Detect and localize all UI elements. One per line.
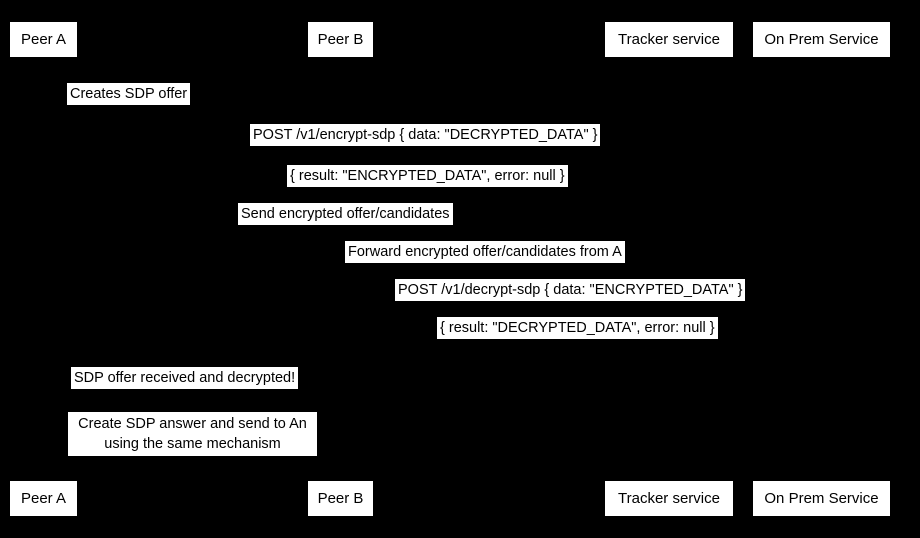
message-label-creates-sdp-offer: Creates SDP offer [67, 83, 191, 105]
note-box-create-sdp-answer: Create SDP answer and send to An using t… [68, 412, 317, 456]
message-label-result-decrypted-data: { result: "DECRYPTED_DATA", error: null … [437, 317, 718, 339]
message-label-post-decrypt-sdp: POST /v1/decrypt-sdp { data: "ENCRYPTED_… [395, 279, 746, 301]
message-label-result-encrypted-data: { result: "ENCRYPTED_DATA", error: null … [287, 165, 568, 187]
participant-box-on-prem-service-top: On Prem Service [753, 22, 890, 57]
note-line-1: Create SDP answer and send to An [78, 416, 307, 432]
note-line-2: using the same mechanism [104, 436, 281, 452]
participant-box-peer-b-bottom: Peer B [308, 481, 373, 516]
lifeline-tracker-service [668, 57, 669, 481]
participant-box-tracker-service-bottom: Tracker service [605, 481, 733, 516]
message-label-forward-encrypted-offer: Forward encrypted offer/candidates from … [345, 241, 625, 263]
participant-box-tracker-service-top: Tracker service [605, 22, 733, 57]
participant-box-peer-a-top: Peer A [10, 22, 77, 57]
message-label-post-encrypt-sdp: POST /v1/encrypt-sdp { data: "DECRYPTED_… [250, 124, 601, 146]
participant-box-peer-a-bottom: Peer A [10, 481, 77, 516]
participant-box-peer-b-top: Peer B [308, 22, 373, 57]
message-label-sdp-offer-received: SDP offer received and decrypted! [71, 367, 299, 389]
participant-box-on-prem-service-bottom: On Prem Service [753, 481, 890, 516]
message-label-send-encrypted-offer: Send encrypted offer/candidates [238, 203, 453, 225]
lifeline-on-prem-service [821, 57, 822, 481]
lifeline-peer-a [43, 57, 44, 481]
lifeline-peer-b [340, 57, 341, 481]
